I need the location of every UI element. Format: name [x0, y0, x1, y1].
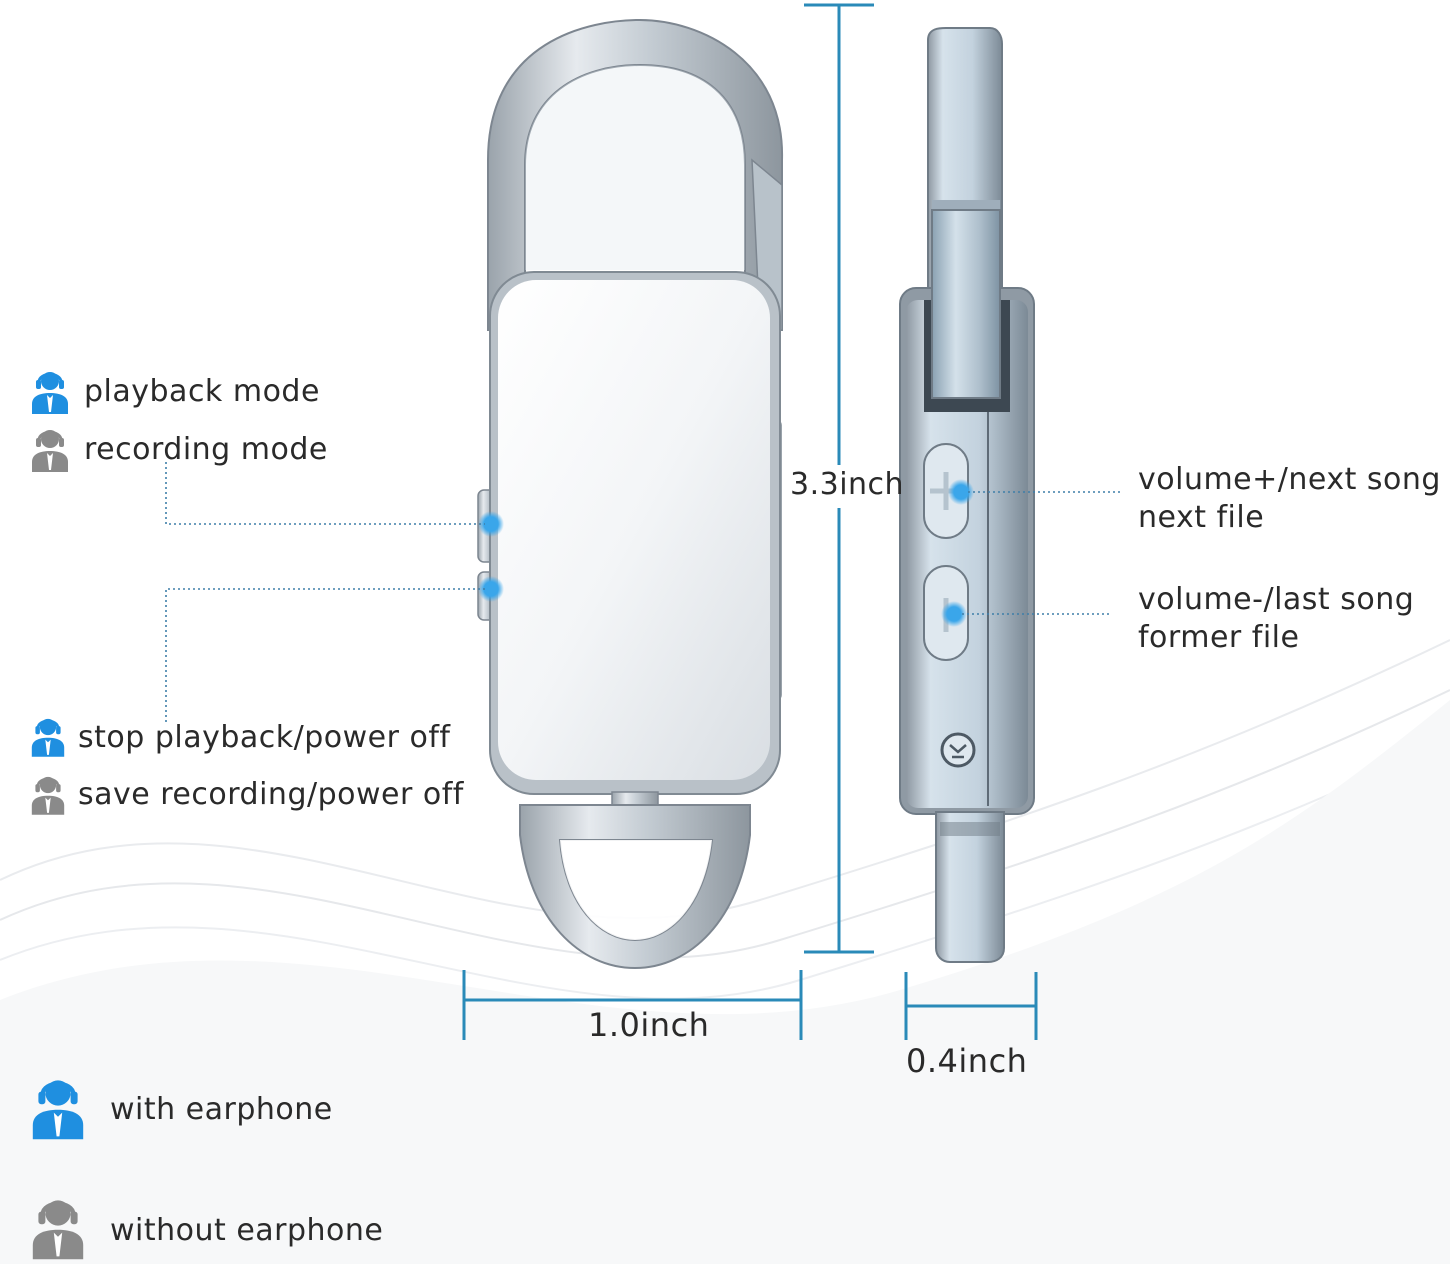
- label-playback-mode: playback mode: [84, 374, 320, 409]
- callout-lines-right: [962, 491, 1122, 615]
- dimension-width: [462, 970, 803, 1040]
- callout-lines-left: [165, 462, 485, 722]
- label-save-recording: save recording/power off: [78, 777, 464, 812]
- label-height: 3.3inch: [790, 467, 905, 502]
- headset-user-icon-stop: [31, 718, 65, 757]
- label-volume-up: volume+/next song: [1138, 462, 1441, 497]
- headset-user-icon-with-earphone: [32, 1080, 84, 1140]
- label-width: 1.0inch: [588, 1006, 710, 1044]
- label-next-file: next file: [1138, 500, 1265, 535]
- headset-user-icon-save: [31, 776, 65, 815]
- dimension-height: [804, 3, 874, 954]
- label-depth: 0.4inch: [906, 1042, 1028, 1080]
- label-volume-down: volume-/last song: [1138, 582, 1415, 617]
- label-stop-playback: stop playback/power off: [78, 720, 451, 755]
- headset-user-icon-without-earphone: [32, 1200, 84, 1260]
- background-swoosh: [0, 700, 1450, 1264]
- dimension-depth: [904, 972, 1038, 1040]
- callout-dot-volume-down: [941, 601, 967, 627]
- label-former-file: former file: [1138, 620, 1300, 655]
- label-recording-mode: recording mode: [84, 432, 328, 467]
- callout-dot-volume-up: [948, 479, 974, 505]
- headset-user-icon-playback: [32, 372, 68, 414]
- callout-dot-power: [478, 511, 504, 537]
- headset-user-icon-recording: [32, 430, 68, 472]
- callout-dot-stop: [478, 576, 504, 602]
- label-without-earphone: without earphone: [110, 1213, 384, 1248]
- front-view-device: [477, 18, 784, 970]
- side-jack-icon: [940, 732, 976, 768]
- side-bottom-ring: [935, 811, 1005, 963]
- label-with-earphone: with earphone: [110, 1092, 333, 1127]
- side-view-device: [899, 27, 1035, 963]
